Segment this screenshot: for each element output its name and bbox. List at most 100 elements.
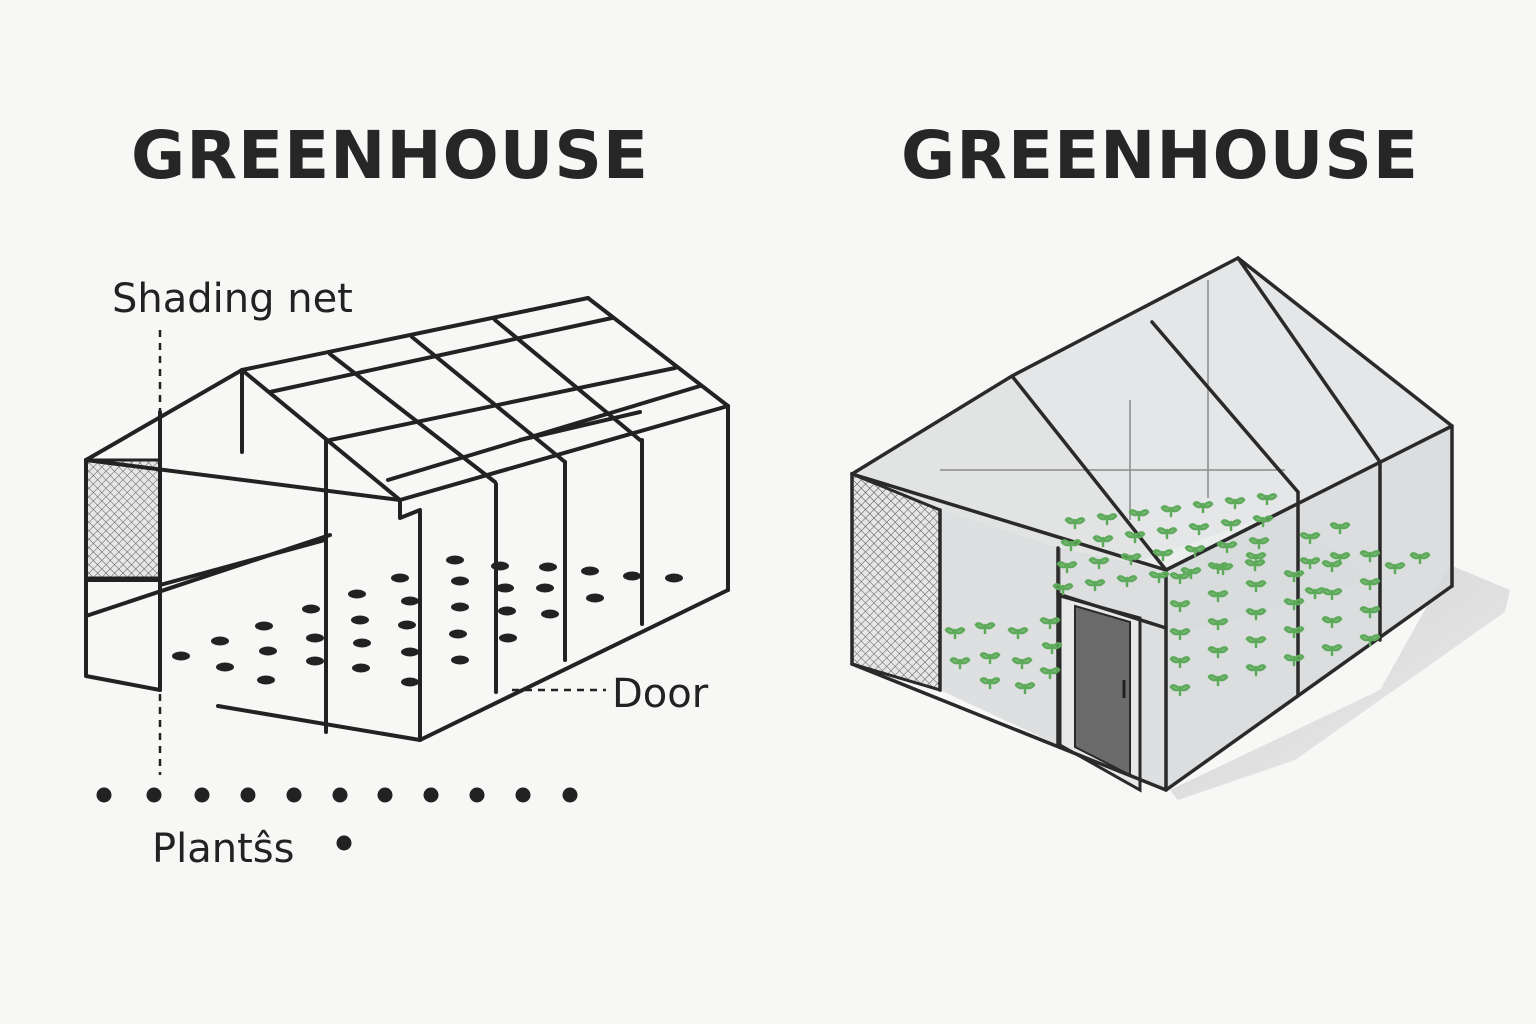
plant-sprout — [1041, 642, 1063, 655]
plant-hole — [451, 576, 469, 586]
plant-sprout — [1169, 684, 1191, 697]
plant-hole — [665, 573, 683, 583]
plant-hole — [491, 561, 509, 571]
plant-hole — [259, 646, 277, 656]
plant-sprout — [979, 652, 1001, 665]
plant-dot — [423, 787, 439, 803]
plant-sprout — [974, 622, 996, 635]
plant-sprout — [1148, 571, 1170, 584]
plant-sprout — [1256, 493, 1278, 506]
plant-sprout — [1169, 628, 1191, 641]
plant-sprout — [1011, 657, 1033, 670]
plant-sprout — [1207, 562, 1229, 575]
plant-sprout — [1207, 618, 1229, 631]
plant-sprout — [1299, 557, 1321, 570]
plant-sprout — [1245, 608, 1267, 621]
plant-sprout — [1060, 539, 1082, 552]
plant-hole — [348, 589, 366, 599]
plant-sprout — [1088, 557, 1110, 570]
plant-hole — [302, 604, 320, 614]
plant-holes — [172, 555, 683, 687]
plant-sprout — [1064, 517, 1086, 530]
plant-sprout — [1245, 636, 1267, 649]
plant-dot — [146, 787, 162, 803]
plant-sprout — [1039, 667, 1061, 680]
right-title: GREENHOUSE — [901, 117, 1419, 194]
plant-sprout — [1084, 579, 1106, 592]
plant-sprout — [1160, 505, 1182, 518]
plant-hole — [211, 636, 229, 646]
plant-sprout — [1169, 600, 1191, 613]
plant-sprout — [1116, 575, 1138, 588]
plant-sprout — [1156, 527, 1178, 540]
plant-sprout — [1152, 549, 1174, 562]
plant-dot — [286, 787, 302, 803]
plant-hole — [255, 621, 273, 631]
plant-sprout — [1184, 545, 1206, 558]
plant-sprout — [1207, 646, 1229, 659]
plant-sprout — [1359, 578, 1381, 591]
plant-sprout — [1169, 572, 1191, 585]
plant-hole — [623, 571, 641, 581]
plant-hole — [306, 656, 324, 666]
plant-sprout — [1384, 562, 1406, 575]
plant-sprout — [1128, 509, 1150, 522]
plant-dot — [515, 787, 531, 803]
plant-sprout — [1096, 513, 1118, 526]
plant-sprout — [1248, 537, 1270, 550]
door-label: Door — [612, 671, 709, 717]
plant-hole — [172, 651, 190, 661]
plant-hole — [257, 675, 275, 685]
plant-dot — [194, 787, 210, 803]
plant-hole — [541, 609, 559, 619]
plant-hole — [401, 596, 419, 606]
plant-hole — [391, 573, 409, 583]
plants-label: Plantŝs — [152, 826, 294, 872]
plant-sprout — [1304, 587, 1326, 600]
plant-dot — [96, 787, 112, 803]
plant-sprout — [1283, 598, 1305, 611]
plant-sprout — [1359, 606, 1381, 619]
left-title: GREENHOUSE — [131, 117, 649, 194]
plant-hole — [581, 566, 599, 576]
plant-dot — [377, 787, 393, 803]
plant-sprout — [1299, 532, 1321, 545]
shading-net-label: Shading net — [112, 276, 353, 322]
plant-sprout — [944, 627, 966, 640]
right-greenhouse — [850, 256, 1454, 793]
plant-hole — [499, 633, 517, 643]
left-panel: GREENHOUSE — [84, 117, 730, 872]
plant-sprout — [1409, 552, 1431, 565]
plant-sprouts — [944, 493, 1431, 697]
plant-sprout — [1216, 541, 1238, 554]
plant-sprout — [1207, 674, 1229, 687]
ground-shadow — [1170, 565, 1510, 800]
plant-sprout — [1329, 522, 1351, 535]
plant-hole — [353, 638, 371, 648]
plant-dot — [336, 835, 352, 851]
plant-sprout — [1007, 627, 1029, 640]
plant-sprout — [1052, 583, 1074, 596]
plant-sprout — [1092, 535, 1114, 548]
plant-sprout — [1321, 616, 1343, 629]
plant-hole — [306, 633, 324, 643]
plant-hole — [216, 662, 234, 672]
shading-net — [84, 458, 162, 580]
plant-sprout — [1252, 515, 1274, 528]
plant-sprout — [1283, 626, 1305, 639]
plant-hole — [351, 615, 369, 625]
plant-hole — [451, 602, 469, 612]
plant-hole — [451, 655, 469, 665]
right-shading-net — [850, 471, 942, 693]
plant-hole — [539, 562, 557, 572]
plant-hole — [449, 629, 467, 639]
door-panel — [1074, 604, 1131, 777]
plant-hole — [401, 677, 419, 687]
plant-sprout — [1321, 560, 1343, 573]
plant-hole — [352, 663, 370, 673]
right-panel: GREENHOUSE — [850, 117, 1510, 800]
plant-sprout — [1124, 531, 1146, 544]
plant-sprout — [1192, 501, 1214, 514]
plant-sprout — [1359, 550, 1381, 563]
